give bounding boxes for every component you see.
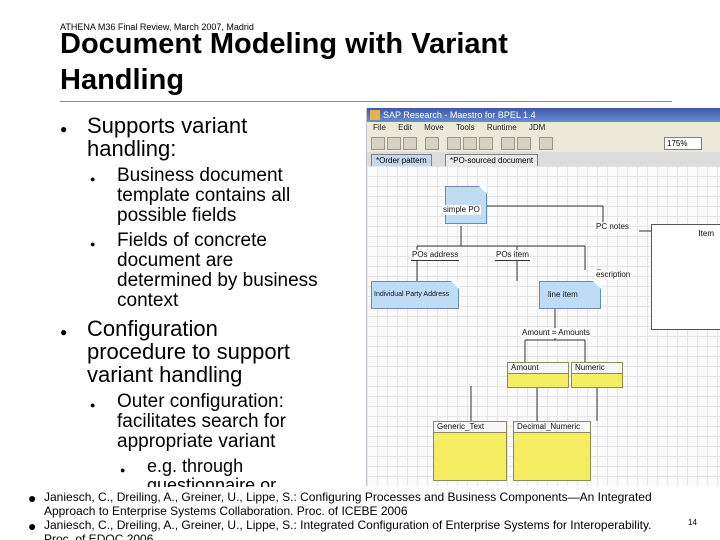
bullet-business-document: Business document template contains all … bbox=[117, 166, 290, 226]
doc-node-line-item[interactable]: line item bbox=[539, 281, 601, 309]
window-title-bar: SAP Research - Maestro for BPEL 1.4 bbox=[367, 108, 720, 122]
zoom-in-icon[interactable] bbox=[539, 137, 553, 150]
bullet-dot: ● bbox=[120, 465, 126, 475]
node-numeric[interactable]: Numeric bbox=[571, 362, 623, 388]
label-pos-address: POs address bbox=[411, 250, 460, 261]
text-line: facilitates search for bbox=[117, 411, 286, 432]
editor-tabs: *Order pattern *PO-sourced document bbox=[367, 152, 720, 167]
slide-title-line-2: Handling bbox=[60, 64, 185, 96]
node-label: line item bbox=[548, 290, 578, 299]
header-note: ATHENA M36 Final Review, March 2007, Mad… bbox=[60, 22, 254, 32]
reference-1: Janiesch, C., Dreiling, A., Greiner, U.,… bbox=[44, 490, 674, 518]
undo-icon[interactable] bbox=[501, 137, 515, 150]
slide-title-line-1: Document Modeling with Variant bbox=[60, 28, 508, 60]
doc-node-individual-party-address[interactable]: Individual Party Address bbox=[371, 281, 459, 309]
bullet-dot: ● bbox=[60, 325, 68, 339]
text-line: variant handling bbox=[87, 362, 243, 387]
node-label: Generic_Text bbox=[434, 422, 506, 433]
reference-2: Janiesch, C., Dreiling, A., Greiner, U.,… bbox=[44, 518, 664, 540]
text-line: handling: bbox=[87, 136, 177, 161]
text-line: document are bbox=[117, 250, 234, 271]
node-label: simple PO bbox=[442, 205, 481, 215]
dogear bbox=[593, 281, 601, 289]
dogear bbox=[451, 281, 459, 289]
text-line: Configuration bbox=[87, 316, 218, 341]
diagram-canvas[interactable]: simple PO PC notes Item POs address POs … bbox=[367, 166, 720, 486]
copy-icon[interactable] bbox=[463, 137, 477, 150]
bullet-dot: ● bbox=[90, 239, 96, 249]
bullet-dot: ● bbox=[90, 400, 96, 410]
node-label: Amount bbox=[508, 363, 568, 374]
print-icon[interactable] bbox=[425, 137, 439, 150]
bullet-configuration-procedure: Configuration procedure to support varia… bbox=[87, 317, 290, 386]
bullet-dot: ● bbox=[90, 174, 96, 184]
doc-node-simple-po[interactable]: simple PO bbox=[442, 186, 487, 224]
menu-jdm[interactable]: JDM bbox=[528, 123, 546, 132]
bullet-outer-configuration: Outer configuration: facilitates search … bbox=[117, 392, 286, 452]
text-line: possible fields bbox=[117, 205, 237, 226]
cut-icon[interactable] bbox=[447, 137, 461, 150]
dogear bbox=[479, 186, 487, 194]
reference-bullet: ● bbox=[28, 490, 37, 506]
zoom-select[interactable]: 175% bbox=[664, 137, 702, 150]
reference-line: Approach to Enterprise Systems Collabora… bbox=[44, 504, 408, 518]
bullet-supports-variant: Supports variant handling: bbox=[87, 114, 247, 160]
reference-line: Proc. of EDOC 2006 bbox=[44, 532, 154, 540]
node-decimal-numeric[interactable]: Decimal_Numeric bbox=[513, 421, 591, 481]
menu-bar: File Edit Move Tools Runtime JDM bbox=[367, 122, 720, 134]
menu-runtime[interactable]: Runtime bbox=[486, 123, 517, 132]
text-line: determined by business bbox=[117, 270, 318, 291]
reference-line: Janiesch, C., Dreiling, A., Greiner, U.,… bbox=[44, 518, 652, 532]
node-amount[interactable]: Amount bbox=[507, 362, 569, 388]
label-pc-notes: PC notes bbox=[595, 222, 630, 232]
window-title: SAP Research - Maestro for BPEL 1.4 bbox=[383, 110, 536, 120]
bullet-dot: ● bbox=[60, 122, 68, 136]
menu-file[interactable]: File bbox=[373, 123, 386, 132]
bullet-eg-questionnaire: e.g. through questionnaire or bbox=[147, 457, 276, 487]
text-line: Supports variant bbox=[87, 113, 248, 138]
node-label: Decimal_Numeric bbox=[514, 422, 590, 433]
text-line: Outer configuration: bbox=[117, 391, 284, 412]
item-box[interactable]: Item bbox=[651, 224, 720, 330]
new-icon[interactable] bbox=[371, 137, 385, 150]
slide-title: Document Modeling with Variant Handling bbox=[60, 26, 660, 98]
node-label: Individual Party Address bbox=[374, 291, 450, 298]
redo-icon[interactable] bbox=[517, 137, 531, 150]
node-label: Numeric bbox=[572, 363, 622, 374]
save-icon[interactable] bbox=[403, 137, 417, 150]
tab-order-pattern[interactable]: *Order pattern bbox=[371, 154, 432, 167]
reference-bullet: ● bbox=[28, 518, 37, 534]
text-line: Fields of concrete bbox=[117, 230, 267, 251]
text-line: template contains all bbox=[117, 185, 291, 206]
label-amount-equals: Amount = Amounts bbox=[521, 328, 591, 338]
menu-move[interactable]: Move bbox=[424, 123, 444, 132]
toolbar: 175% bbox=[367, 134, 720, 153]
node-label: Item bbox=[698, 229, 714, 238]
text-line: appropriate variant bbox=[117, 431, 276, 452]
open-icon[interactable] bbox=[387, 137, 401, 150]
menu-tools[interactable]: Tools bbox=[455, 123, 475, 132]
embedded-screenshot: SAP Research - Maestro for BPEL 1.4 File… bbox=[366, 108, 720, 486]
page-number: 14 bbox=[688, 518, 697, 527]
text-line: Business document bbox=[117, 165, 283, 186]
text-line: questionnaire or bbox=[147, 475, 277, 488]
title-divider bbox=[60, 101, 672, 102]
label-pos-item: POs item bbox=[495, 250, 530, 261]
app-icon bbox=[370, 110, 380, 120]
text-line: e.g. through bbox=[147, 457, 244, 476]
text-line: procedure to support bbox=[87, 339, 291, 364]
paste-icon[interactable] bbox=[479, 137, 493, 150]
node-generic-text[interactable]: Generic_Text bbox=[433, 421, 507, 481]
menu-edit[interactable]: Edit bbox=[398, 123, 412, 132]
label-description: escription bbox=[595, 270, 632, 280]
bullet-fields-concrete: Fields of concrete document are determin… bbox=[117, 231, 318, 311]
reference-line: Janiesch, C., Dreiling, A., Greiner, U.,… bbox=[44, 490, 652, 504]
text-line: context bbox=[117, 290, 179, 311]
